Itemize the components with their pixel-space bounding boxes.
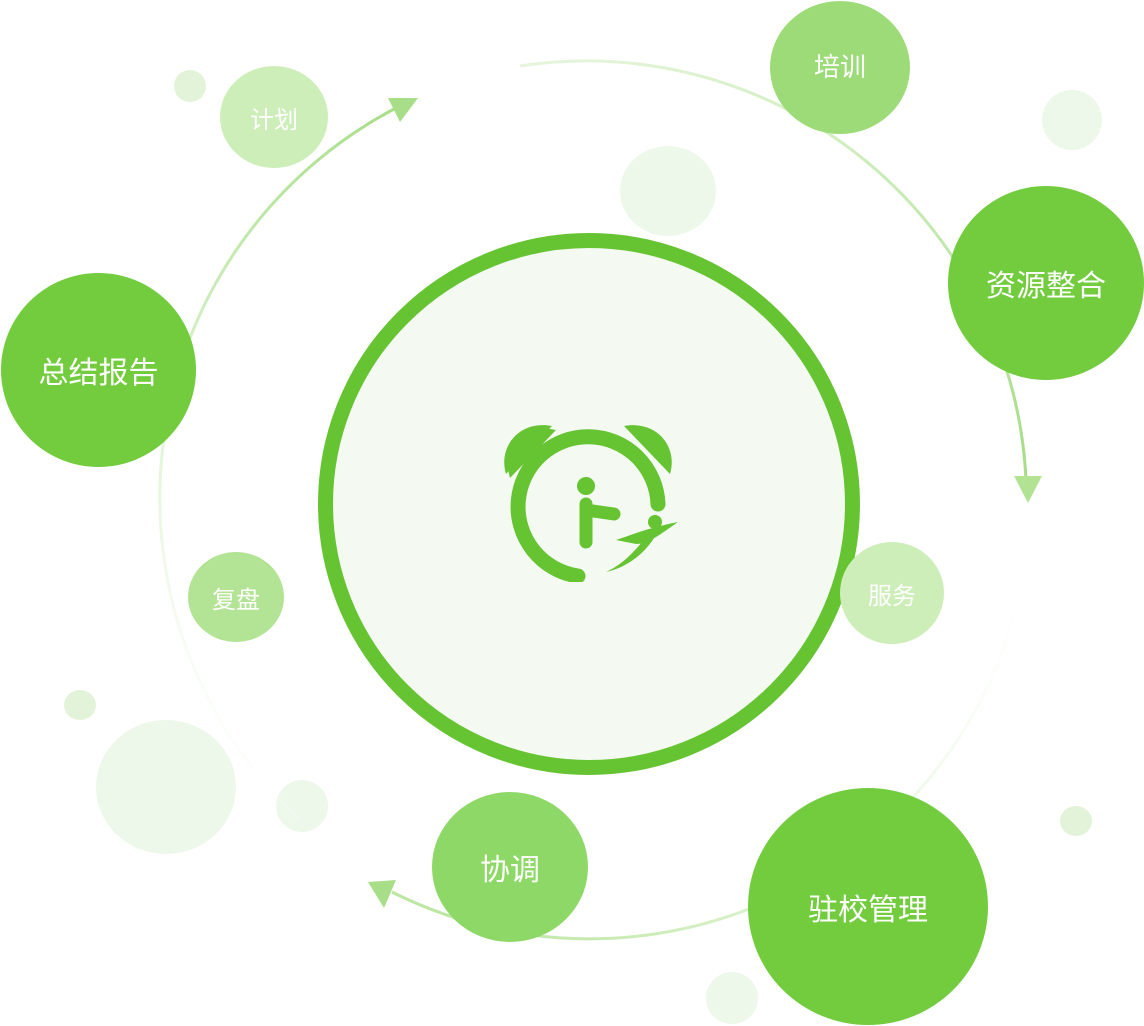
node-service: 服务	[840, 542, 944, 644]
decor-circle	[1060, 806, 1092, 836]
node-resource-integration-label: 资源整合	[986, 269, 1106, 304]
node-training-label: 培训	[813, 53, 866, 83]
decor-circle	[174, 70, 206, 102]
arrowhead-right	[1014, 476, 1042, 503]
node-summary-report: 总结报告	[1, 273, 196, 467]
node-review: 复盘	[188, 552, 284, 642]
decor-circle	[1042, 90, 1102, 150]
node-training: 培训	[770, 1, 910, 134]
node-resource-integration: 资源整合	[948, 186, 1144, 380]
node-service-label: 服务	[868, 581, 916, 610]
decor-circle	[96, 720, 236, 854]
node-coordination: 协调	[432, 792, 588, 942]
node-onsite-management: 驻校管理	[748, 788, 988, 1025]
node-summary-report-label: 总结报告	[38, 356, 159, 391]
node-review-label: 复盘	[212, 585, 260, 614]
decor-circle	[620, 146, 716, 236]
node-plan-label: 计划	[250, 105, 298, 134]
decor-circle	[706, 972, 758, 1024]
node-coordination-label: 协调	[480, 853, 540, 888]
node-plan: 计划	[220, 66, 328, 168]
arrowhead-top	[388, 98, 418, 122]
arrowhead-bottom	[368, 880, 396, 908]
decor-circle	[64, 690, 96, 720]
node-onsite-management-label: 驻校管理	[808, 892, 928, 928]
alarm-clock-person-logo-icon	[504, 425, 678, 582]
